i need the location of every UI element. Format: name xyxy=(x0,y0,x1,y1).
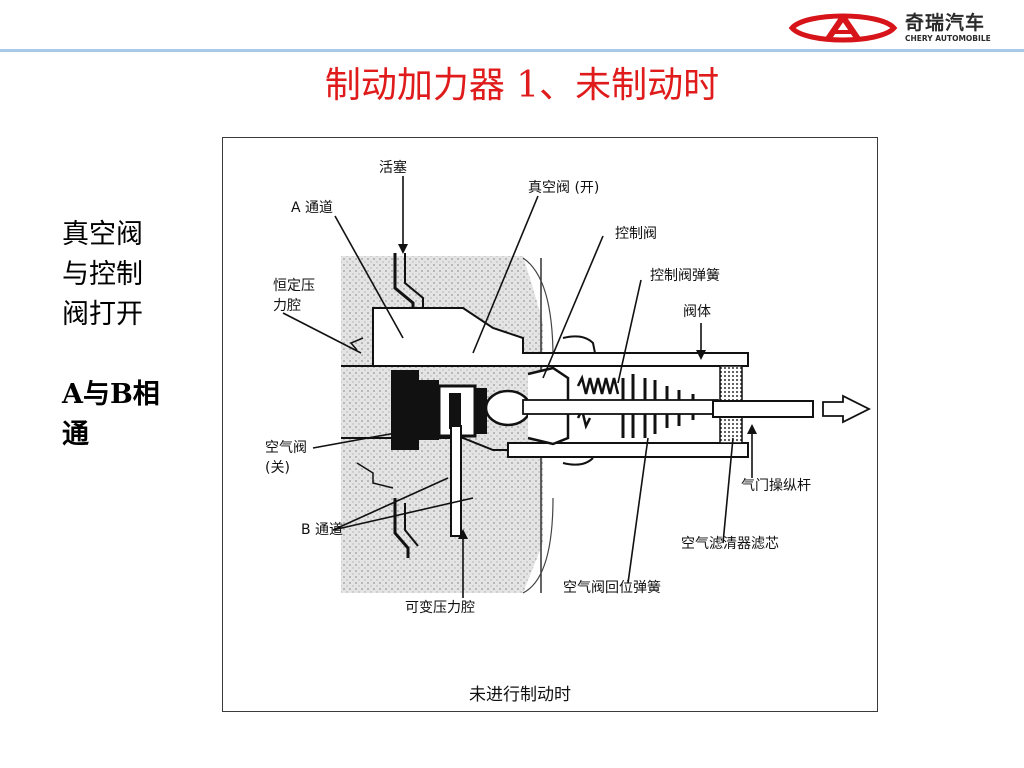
leader-arrowheads xyxy=(398,244,757,539)
logo-text-cn: 奇瑞汽车 xyxy=(905,12,986,34)
slide-title: 制动加力器 1、未制动时 xyxy=(324,65,720,106)
header-rule xyxy=(0,49,1024,52)
side-note-line: 与控制 xyxy=(62,259,143,290)
chery-emblem-icon xyxy=(788,13,898,43)
diagram-caption: 未进行制动时 xyxy=(469,685,571,705)
label-piston: 活塞 xyxy=(379,160,407,176)
label-variable-chamber: 可变压力腔 xyxy=(405,600,475,616)
direction-arrow-icon xyxy=(822,394,872,424)
side-note: 真空阀 与控制 阀打开 A与B相 通 xyxy=(62,215,212,455)
valve-body-upper xyxy=(372,307,749,367)
label-throttle-rod: 气门操纵杆 xyxy=(741,478,811,494)
label-channel-a: A 通道 xyxy=(291,200,334,216)
label-air-valve-line1: 空气阀 xyxy=(265,440,307,456)
valve-body-lower-wall xyxy=(507,442,749,458)
booster-diagram: 活塞 A 通道 真空阀 (开) 控制阀 控制阀弹簧 恒定压 力腔 阀体 空气阀 … xyxy=(222,137,878,712)
label-air-filter: 空气滤清器滤芯 xyxy=(681,536,779,552)
throttle-rod xyxy=(712,400,814,418)
booster-cross-section xyxy=(282,176,872,598)
label-air-valve-spring: 空气阀回位弹簧 xyxy=(563,580,661,596)
label-air-valve-line2: (关) xyxy=(265,460,290,476)
label-vacuum-valve: 真空阀 (开) xyxy=(528,180,600,196)
label-valve-body: 阀体 xyxy=(683,304,711,320)
label-control-valve: 控制阀 xyxy=(615,226,657,242)
label-control-valve-spring: 控制阀弹簧 xyxy=(650,268,720,284)
label-constant-chamber-line2: 力腔 xyxy=(273,298,301,314)
leader-lines xyxy=(282,176,753,598)
side-note-line: 阀打开 xyxy=(62,299,143,330)
reaction-disk xyxy=(391,370,419,450)
label-constant-chamber-line1: 恒定压 xyxy=(273,278,315,294)
chery-logo: 奇瑞汽车 CHERY AUTOMOBILE xyxy=(788,8,1016,48)
side-note-line: 真空阀 xyxy=(62,219,143,250)
valve-shaft xyxy=(522,399,719,415)
side-note-line: A与B相 xyxy=(62,379,160,410)
side-note-line: 通 xyxy=(62,419,89,450)
logo-text-en: CHERY AUTOMOBILE xyxy=(905,34,991,43)
push-rod-left xyxy=(450,425,462,537)
label-channel-b: B 通道 xyxy=(301,522,344,538)
